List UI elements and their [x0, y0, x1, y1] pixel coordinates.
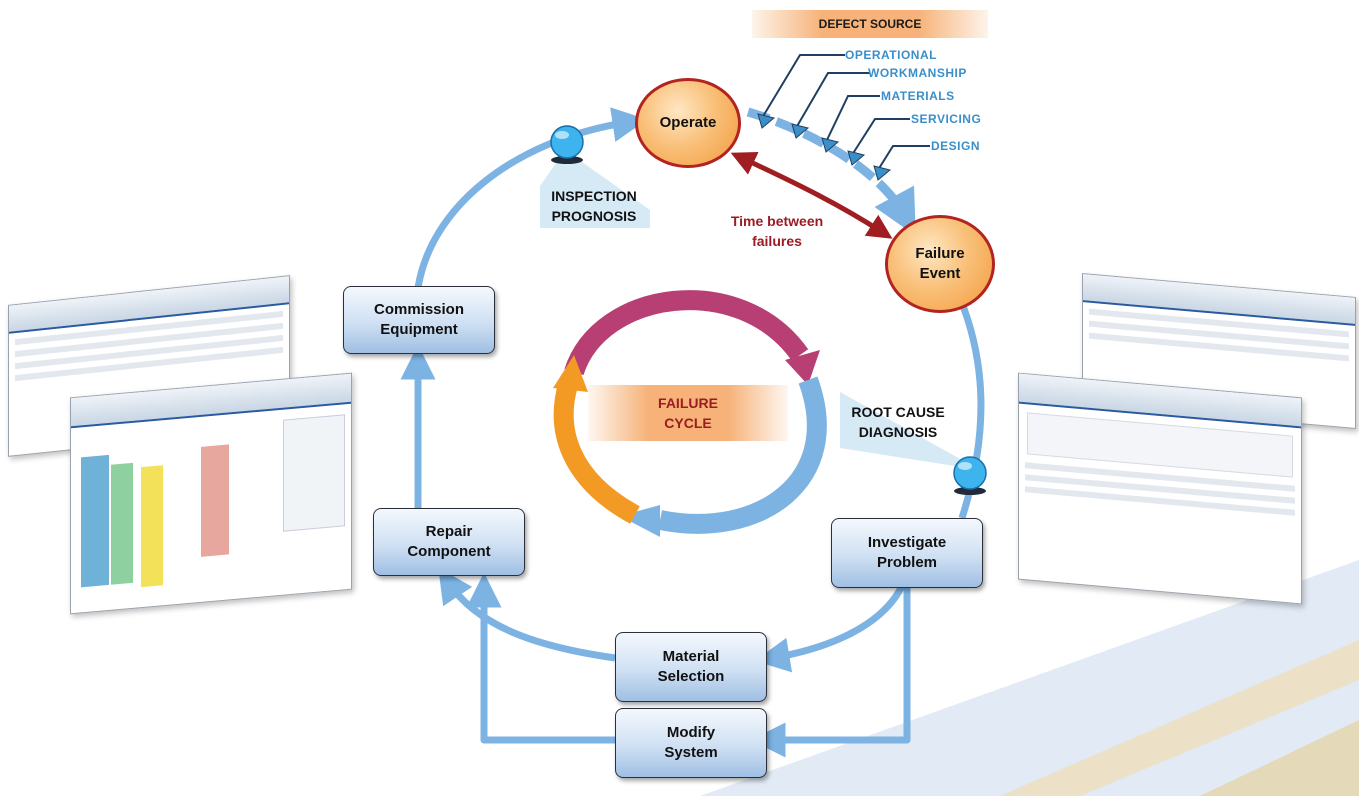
defect-source-title: DEFECT SOURCE — [752, 10, 988, 38]
root-cause-beam — [840, 392, 980, 470]
root-cause-globe — [953, 456, 987, 495]
cycle-arc-orange — [553, 382, 640, 524]
defect-servicing: SERVICING — [911, 112, 982, 126]
material-selection-line1: Material — [662, 648, 720, 665]
leader-servicing — [851, 118, 910, 156]
failure-cycle-line1: FAILURE — [658, 395, 718, 411]
commission-equipment-box: Commission Equipment — [343, 286, 495, 354]
investigate-problem-line1: Investigate — [867, 534, 947, 551]
arrow-material-to-repair — [438, 567, 616, 662]
failure-event-node: Failure Event — [885, 215, 995, 313]
leader-operational — [761, 54, 845, 119]
defect-materials: MATERIALS — [881, 89, 955, 103]
material-selection-box: Material Selection — [615, 632, 767, 702]
root-cause-line2: DIAGNOSIS — [858, 424, 938, 440]
inspection-prognosis-label: INSPECTION PROGNOSIS — [538, 186, 650, 226]
failure-event-label-line1: Failure — [915, 245, 965, 262]
inspection-globe — [550, 125, 584, 164]
root-cause-line1: ROOT CAUSE — [851, 404, 945, 420]
arrow-investigate-to-modify — [750, 586, 911, 758]
root-cause-diagnosis-label: ROOT CAUSE DIAGNOSIS — [838, 402, 958, 442]
failure-event-label-line2: Event — [919, 265, 961, 282]
defect-operational: OPERATIONAL — [845, 48, 937, 62]
time-between-line2: failures — [752, 233, 802, 249]
commission-equipment-line2: Equipment — [380, 321, 458, 338]
modify-system-box: Modify System — [615, 708, 767, 778]
arrow-investigate-to-material — [754, 584, 906, 673]
cycle-arrowhead-orange — [553, 355, 588, 392]
cycle-arrowhead-blue — [620, 505, 660, 537]
time-between-failures-label: Time between failures — [722, 211, 832, 251]
failure-cycle-line2: CYCLE — [664, 415, 712, 431]
repair-component-line1: Repair — [425, 523, 473, 540]
leader-design — [877, 145, 930, 171]
operate-label: Operate — [659, 114, 717, 131]
defect-design: DESIGN — [931, 139, 981, 153]
inspection-line2: PROGNOSIS — [551, 208, 637, 224]
inspection-line1: INSPECTION — [551, 188, 637, 204]
leader-workmanship — [795, 72, 870, 129]
leader-materials — [825, 95, 880, 143]
cycle-arc-magenta — [564, 290, 809, 376]
commission-equipment-line1: Commission — [373, 301, 464, 318]
modify-system-line1: Modify — [666, 724, 716, 741]
investigate-problem-box: Investigate Problem — [831, 518, 983, 588]
arrow-modify-to-repair — [466, 572, 615, 744]
arrow-time-between-failures — [730, 151, 893, 239]
material-selection-line2: Selection — [657, 668, 725, 685]
operate-node: Operate — [635, 78, 741, 168]
repair-component-line2: Component — [407, 543, 491, 560]
cycle-arrowhead-magenta — [785, 350, 820, 385]
defect-workmanship: WORKMANSHIP — [868, 66, 967, 80]
modify-system-line2: System — [664, 744, 718, 761]
arrow-commission-to-operate — [414, 107, 648, 289]
inspection-beam — [540, 150, 650, 228]
investigate-problem-line2: Problem — [876, 554, 937, 571]
failure-cycle-label: FAILURE CYCLE — [588, 385, 788, 441]
repair-component-box: Repair Component — [373, 508, 525, 576]
cycle-arc-blue — [658, 376, 827, 534]
time-between-line1: Time between — [730, 213, 824, 229]
